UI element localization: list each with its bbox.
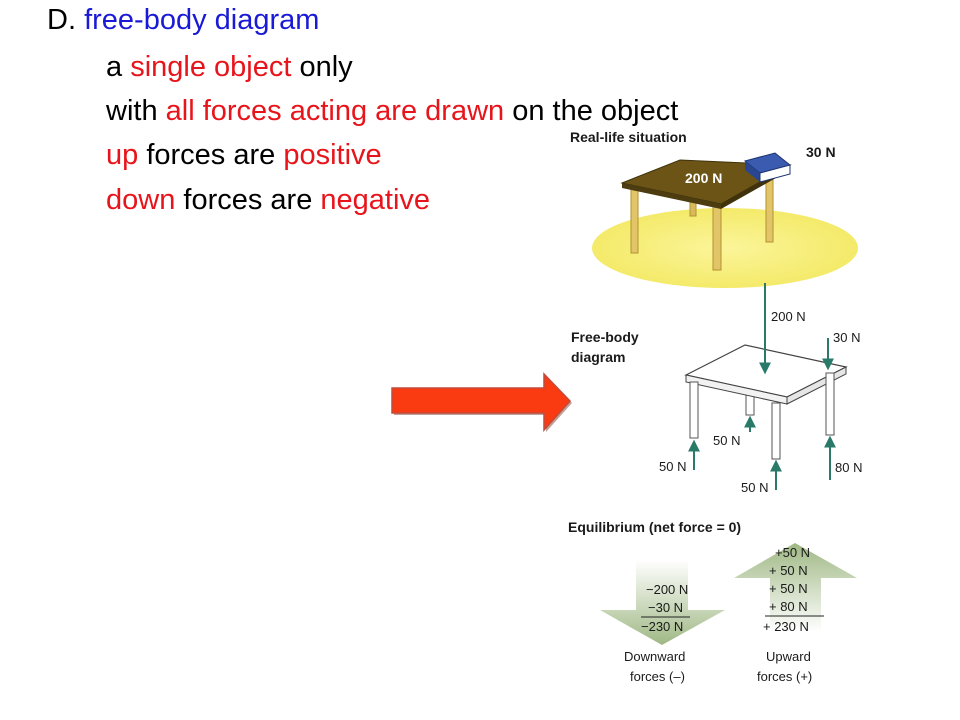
highlight-segment: negative (320, 184, 431, 216)
text-segment: a (106, 51, 131, 83)
highlight-segment: up (106, 139, 139, 171)
downward-sum-arrow (600, 560, 725, 645)
equilibrium-title: Equilibrium (net force = 0) (568, 519, 741, 535)
label-80-right: 80 N (835, 460, 862, 475)
down-caption-2: forces (–) (630, 669, 685, 684)
book-stack-icon (743, 152, 792, 183)
fbd-title-2: diagram (571, 349, 625, 365)
up-term-1: +50 N (775, 545, 810, 560)
label-50-back: 50 N (713, 433, 740, 448)
pointer-arrow (391, 372, 572, 432)
heading-prefix: D. (47, 4, 85, 36)
up-caption-2: forces (+) (757, 669, 812, 684)
text-segment: forces are (138, 139, 284, 171)
bullet-up-positive: up forces are positive (106, 138, 382, 172)
text-segment: with (106, 95, 166, 127)
highlight-segment: positive (283, 139, 382, 171)
heading-highlight: free-body diagram (84, 4, 320, 36)
up-caption-1: Upward (766, 649, 811, 664)
heading-line: D. free-body diagram (47, 3, 319, 37)
upward-sum-arrow (734, 543, 857, 632)
label-200-down: 200 N (771, 309, 806, 324)
text-segment: on the object (504, 95, 679, 127)
up-term-3: + 50 N (769, 581, 808, 596)
label-50-left: 50 N (659, 459, 686, 474)
highlight-segment: all forces acting are drawn (165, 95, 505, 127)
up-term-4: + 80 N (769, 599, 808, 614)
down-total: −230 N (641, 619, 683, 634)
text-segment: forces are (175, 184, 321, 216)
text-segment: only (291, 51, 353, 83)
fbd-title-1: Free-body (571, 329, 639, 345)
bullet-all-forces: with all forces acting are drawn on the … (106, 94, 678, 128)
up-total: + 230 N (763, 619, 809, 634)
down-term-1: −200 N (646, 582, 688, 597)
down-caption-1: Downward (624, 649, 685, 664)
floor-glow (592, 208, 858, 288)
highlight-segment: down (106, 184, 176, 216)
label-50-front: 50 N (741, 480, 768, 495)
real-life-title: Real-life situation (570, 129, 687, 145)
bullet-down-negative: down forces are negative (106, 183, 430, 217)
label-30-down: 30 N (833, 330, 860, 345)
bullet-single-object: a single object only (106, 50, 353, 84)
book-weight-label: 30 N (806, 144, 836, 160)
up-term-2: + 50 N (769, 563, 808, 578)
down-term-2: −30 N (648, 600, 683, 615)
table-weight-label: 200 N (685, 170, 722, 186)
highlight-segment: single object (130, 51, 292, 83)
